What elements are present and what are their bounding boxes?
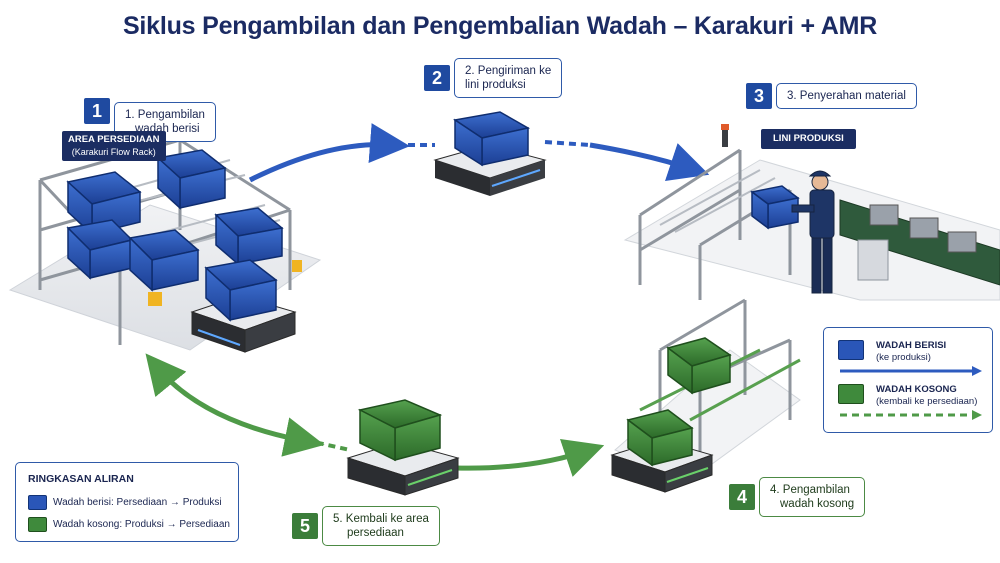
- storage-flow-rack: [8, 138, 322, 353]
- storage-area-subtitle: (Karakuri Flow Rack): [71, 147, 156, 157]
- return-rack: [610, 298, 801, 493]
- arrow-green-to-amr5: [454, 438, 605, 477]
- step-2-label-line1: 2. Pengiriman ke: [465, 65, 552, 77]
- arrow-green-dash-1: [304, 438, 351, 452]
- amr-return: [346, 399, 460, 496]
- amr-delivery: [433, 111, 547, 196]
- crate-on-amr-storage: [204, 259, 278, 322]
- green-crate-icon: [838, 384, 864, 404]
- legend-empty-title: WADAH KOSONG: [876, 384, 957, 395]
- page-title: Siklus Pengambilan dan Pengembalian Wada…: [122, 12, 878, 40]
- flow-summary: RINGKASAN ALIRAN Wadah berisi: Persediaa…: [15, 462, 239, 542]
- step-3-box: 3. Penyerahan material: [776, 83, 917, 109]
- summary-empty-text: Wadah kosong: Produksi → Persediaan: [53, 519, 230, 530]
- step-4-callout: 4 4. Pengambilan wadah kosong: [729, 477, 866, 517]
- worker: [791, 170, 835, 294]
- legend-full-subtitle: (ke produksi): [876, 352, 931, 363]
- step-5-label-line1: 5. Kembali ke area: [333, 513, 429, 525]
- step-3-label-line1: 3. Penyerahan material: [787, 90, 906, 102]
- legend-full-title: WADAH BERISI: [876, 340, 947, 351]
- step-5-number: 5: [292, 513, 318, 539]
- step-5-box: 5. Kembali ke area persediaan: [322, 506, 440, 546]
- step-5-label-line2: persediaan: [347, 527, 404, 539]
- summary-full-text: Wadah berisi: Persediaan → Produksi: [53, 497, 222, 508]
- summary-title: RINGKASAN ALIRAN: [28, 473, 134, 485]
- storage-area-tag: AREA PERSEDIAAN (Karakuri Flow Rack): [62, 131, 166, 161]
- step-2-box: 2. Pengiriman ke lini produksi: [454, 58, 563, 98]
- blue-crate-icon: [838, 340, 864, 360]
- step-1-label-line1: 1. Pengambilan: [125, 109, 205, 121]
- summary-full-row: Wadah berisi: Persediaan → Produksi: [28, 495, 222, 510]
- step-2-number: 2: [424, 65, 450, 91]
- legend-full-arrow: [840, 366, 982, 376]
- blue-crate-icon: [28, 495, 47, 510]
- arrow-green-return: [145, 353, 325, 457]
- summary-empty-row: Wadah kosong: Produksi → Persediaan: [28, 517, 230, 532]
- production-line: [623, 124, 1000, 301]
- step-4-box: 4. Pengambilan wadah kosong: [759, 477, 866, 517]
- step-2-label-line2: lini produksi: [465, 79, 526, 91]
- step-1-number: 1: [84, 98, 110, 124]
- step-5-callout: 5 5. Kembali ke area persediaan: [292, 506, 440, 546]
- storage-area-title: AREA PERSEDIAAN: [68, 134, 160, 145]
- legend: WADAH BERISI (ke produksi) WADAH KOSONG …: [823, 327, 993, 433]
- arrow-amr-to-line-dash: [544, 140, 591, 147]
- green-crate-icon: [28, 517, 47, 532]
- legend-empty-arrow: [840, 410, 982, 420]
- step-4-label-line1: 4. Pengambilan: [770, 484, 850, 496]
- production-line-tag: LINI PRODUKSI: [761, 129, 856, 149]
- step-2-callout: 2 2. Pengiriman ke lini produksi: [424, 58, 563, 98]
- legend-full: WADAH BERISI (ke produksi): [838, 340, 946, 364]
- arrow-storage-to-amr: [248, 123, 410, 183]
- arrow-amr-to-line: [589, 142, 710, 182]
- step-3-callout: 3 3. Penyerahan material: [746, 83, 917, 109]
- step-4-label-line2: wadah kosong: [780, 498, 855, 510]
- step-4-number: 4: [729, 484, 755, 510]
- legend-empty-subtitle: (kembali ke persediaan): [876, 396, 978, 407]
- step-3-number: 3: [746, 83, 772, 109]
- flow-arrows: [145, 123, 710, 477]
- legend-empty: WADAH KOSONG (kembali ke persediaan): [838, 384, 977, 408]
